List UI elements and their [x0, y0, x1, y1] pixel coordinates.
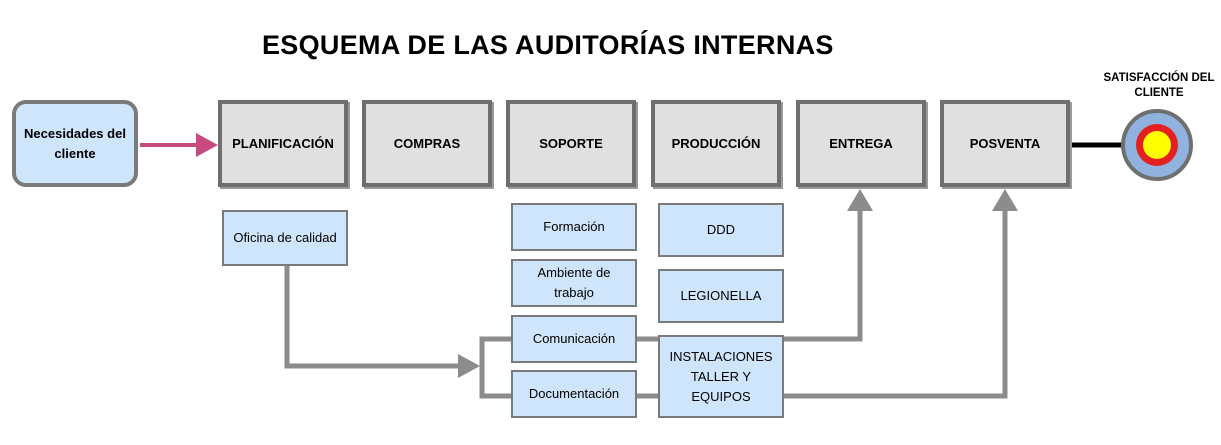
stage-soporte: SOPORTE [506, 100, 636, 187]
support-item-label: Documentación [528, 386, 620, 401]
client-arrow [140, 133, 218, 157]
production-item-label: INSTALACIONES TALLER Y EQUIPOS [669, 348, 773, 404]
stage-posventa: POSVENTA [940, 100, 1070, 187]
support-bracket [479, 336, 511, 399]
stage-label: POSVENTA [969, 136, 1041, 151]
stage-planificacion: PLANIFICACIÓN [218, 100, 348, 187]
quality-office-label: Oficina de calidad [233, 230, 337, 245]
quality-office-connector [284, 266, 462, 369]
support-item-documentacion: Documentación [511, 370, 637, 418]
support-item-formacion: Formación [511, 203, 637, 251]
stage-compras: COMPRAS [362, 100, 492, 187]
production-item-label: DDD [706, 222, 736, 237]
stage-produccion: PRODUCCIÓN [651, 100, 781, 187]
entrega-arrowhead [847, 189, 873, 211]
support-item-label: Formación [543, 219, 605, 234]
production-item-ddd: DDD [658, 203, 784, 257]
stage-entrega: ENTREGA [796, 100, 926, 187]
quality-office-arrowhead [458, 354, 480, 378]
posventa-arrowhead [992, 189, 1018, 211]
quality-office-box: Oficina de calidad [222, 210, 348, 266]
stage-label: ENTREGA [829, 136, 893, 151]
stage-label: COMPRAS [393, 136, 461, 151]
satisfaction-label: SATISFACCIÓN DEL CLIENTE [1103, 72, 1215, 99]
support-item-comunicacion: Comunicación [511, 315, 637, 363]
diagram-title: ESQUEMA DE LAS AUDITORÍAS INTERNAS [262, 30, 834, 60]
support-item-label: Comunicación [532, 331, 616, 346]
production-item-label: LEGIONELLA [680, 288, 762, 303]
stage-label: SOPORTE [539, 136, 603, 151]
stage-label: PRODUCCIÓN [671, 136, 761, 151]
target-icon [1121, 109, 1193, 181]
client-needs-box: Necesidades del cliente [12, 100, 138, 187]
production-item-legionella: LEGIONELLA [658, 269, 784, 323]
production-item-instalaciones: INSTALACIONES TALLER Y EQUIPOS [658, 335, 784, 418]
stage-label: PLANIFICACIÓN [232, 136, 334, 151]
client-needs-label: Necesidades del cliente [24, 125, 126, 161]
support-item-ambiente: Ambiente de trabajo [511, 259, 637, 307]
support-item-label: Ambiente de trabajo [537, 265, 611, 300]
